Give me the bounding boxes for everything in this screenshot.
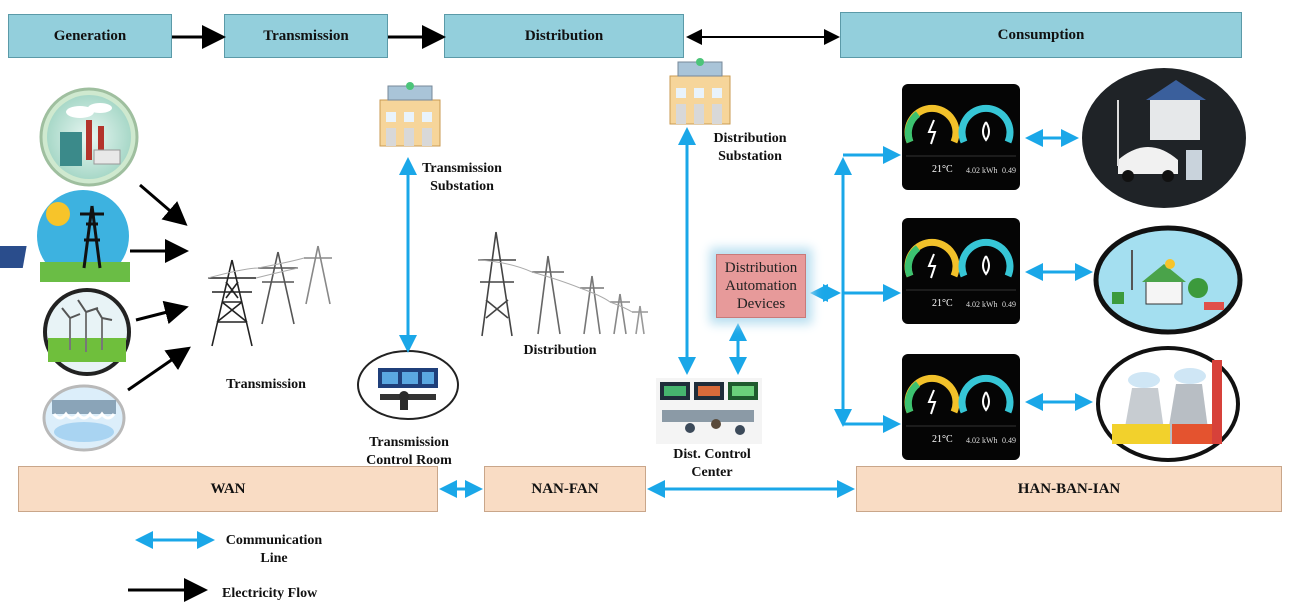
meter-reading-unit: kWh bbox=[982, 166, 998, 175]
smart-meter-2: 21°C 4.02 kWh 0.49 bbox=[902, 218, 1020, 324]
meter-reading-value: 4.02 bbox=[966, 436, 980, 445]
network-han-ban-ian: HAN-BAN-IAN bbox=[856, 466, 1282, 512]
dist-control-center-icon bbox=[656, 378, 762, 444]
green-building-icon bbox=[1093, 225, 1243, 335]
meter-reading: 4.02 kWh bbox=[966, 166, 998, 175]
legend-electricity-flow-label: Electricity Flow bbox=[222, 586, 318, 601]
label-transmission: Transmission bbox=[226, 377, 306, 392]
distribution-automation-devices: Distribution Automation Devices bbox=[716, 254, 806, 318]
flow-arrow-nuclear bbox=[139, 183, 188, 226]
legend-communication-line-label: Communication Line bbox=[225, 533, 323, 566]
transmission-control-room-icon bbox=[357, 350, 459, 420]
label-distribution: Distribution bbox=[523, 343, 597, 358]
meter-reading: 4.02 kWh bbox=[966, 436, 998, 445]
meter-temperature: 21°C bbox=[932, 434, 953, 445]
solar-tower-icon bbox=[0, 190, 130, 282]
label-dist-control-center: Dist. Control Center bbox=[673, 447, 751, 480]
stage-distribution: Distribution bbox=[444, 14, 684, 58]
nuclear-plant-icon bbox=[39, 87, 139, 187]
distribution-towers-icon bbox=[477, 231, 648, 337]
meter-reading-value: 4.02 bbox=[966, 300, 980, 309]
meter-reading: 4.02 kWh bbox=[966, 300, 998, 309]
wind-farm-icon bbox=[43, 288, 131, 376]
stage-consumption: Consumption bbox=[840, 12, 1242, 58]
label-transmission-control-room: Transmission Control Room bbox=[366, 435, 452, 468]
meter-temperature: 21°C bbox=[932, 298, 953, 309]
meter-reading-value: 4.02 bbox=[966, 166, 980, 175]
meter-right-value: 0.49 bbox=[1002, 436, 1016, 445]
meter-right-value: 0.49 bbox=[1002, 300, 1016, 309]
smart-home-ev-icon bbox=[1082, 68, 1246, 208]
network-wan: WAN bbox=[18, 466, 438, 512]
transmission-towers-icon bbox=[207, 245, 332, 347]
label-distribution-substation: Distribution Substation bbox=[713, 131, 787, 164]
flow-arrow-hydro bbox=[127, 346, 191, 392]
stage-generation: Generation bbox=[8, 14, 172, 58]
smart-meter-1: 21°C 4.02 kWh 0.49 bbox=[902, 84, 1020, 190]
meter-temperature: 21°C bbox=[932, 164, 953, 175]
meter-reading-unit: kWh bbox=[982, 436, 998, 445]
flow-arrow-wind bbox=[135, 300, 189, 325]
meter-right-value: 0.49 bbox=[1002, 166, 1016, 175]
industrial-plant-icon bbox=[1096, 346, 1240, 462]
distribution-substation-icon bbox=[669, 58, 731, 125]
smart-meter-3: 21°C 4.02 kWh 0.49 bbox=[902, 354, 1020, 460]
network-nan-fan: NAN-FAN bbox=[484, 466, 646, 512]
meter-reading-unit: kWh bbox=[982, 300, 998, 309]
transmission-substation-icon bbox=[379, 82, 441, 147]
label-transmission-substation: Transmission Substation bbox=[422, 161, 502, 194]
hydro-dam-icon bbox=[42, 384, 126, 452]
